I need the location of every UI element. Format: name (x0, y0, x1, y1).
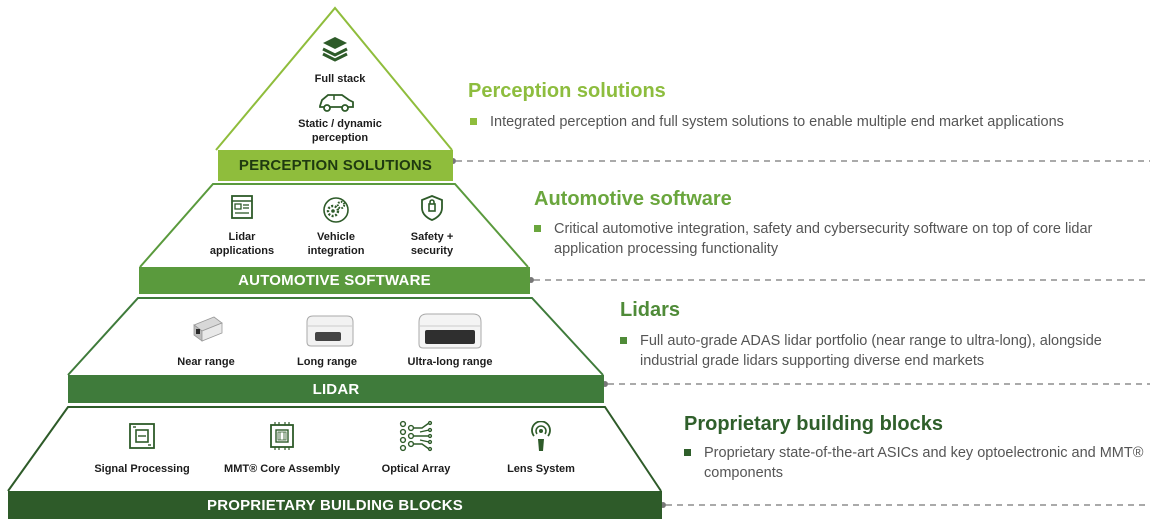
desc-text: Integrated perception and full system so… (490, 114, 1064, 130)
shield-icon (421, 195, 443, 221)
car-icon (319, 94, 354, 112)
desc-lidars: Full auto-grade ADAS lidar portfolio (ne… (620, 331, 1140, 371)
heading-proprietary-building-blocks: Proprietary building blocks (684, 413, 943, 435)
lens-icon (531, 421, 551, 451)
monitor-icon (231, 195, 253, 219)
bullet-square (534, 225, 541, 232)
bullet-square (470, 118, 477, 125)
desc-proprietary-building-blocks: Proprietary state-of-the-art ASICs and k… (684, 443, 1144, 483)
item-long-range: Long range (297, 356, 357, 368)
item-vehicle-integration: Vehicle integration (307, 231, 365, 257)
item-signal-processing: Signal Processing (94, 463, 190, 475)
item-full-stack: Full stack (314, 73, 366, 85)
item-lidar-applications: Lidar applications (209, 231, 275, 257)
heading-perception-solutions: Perception solutions (468, 80, 666, 102)
heading-automotive-software: Automotive software (534, 188, 732, 210)
chip-board-icon (129, 423, 155, 449)
item-safety-security: Safety + security (410, 231, 454, 257)
long-range-lidar-icon (306, 315, 354, 347)
item-ultra-long-range: Ultra-long range (407, 356, 493, 368)
item-lens-system: Lens System (507, 463, 575, 475)
desc-automotive-software: Critical automotive integration, safety … (534, 219, 1144, 259)
perception-solutions-bar: PERCEPTION SOLUTIONS (218, 150, 453, 181)
desc-text: Critical automotive integration, safety … (554, 221, 1093, 257)
bullet-square (620, 337, 627, 344)
ultra-long-range-lidar-icon (418, 313, 482, 349)
automotive-software-bar: AUTOMOTIVE SOFTWARE (139, 267, 530, 294)
desc-text: Full auto-grade ADAS lidar portfolio (ne… (640, 333, 1102, 369)
lidar-bar: LIDAR (68, 375, 604, 403)
tier4-outline (7, 406, 662, 492)
tier3-outline (67, 297, 604, 376)
cpu-icon (270, 422, 294, 450)
item-optical-array: Optical Array (381, 463, 451, 475)
tier2-outline (139, 183, 529, 268)
item-mmt-core-assembly: MMT® Core Assembly (224, 463, 340, 475)
near-range-lidar-icon (193, 316, 223, 342)
proprietary-building-blocks-bar: PROPRIETARY BUILDING BLOCKS (8, 491, 662, 519)
optical-array-icon (399, 420, 433, 452)
desc-perception-solutions: Integrated perception and full system so… (470, 112, 1150, 132)
item-near-range: Near range (177, 356, 235, 368)
desc-text: Proprietary state-of-the-art ASICs and k… (704, 445, 1144, 481)
heading-lidars: Lidars (620, 299, 681, 321)
gears-icon (323, 197, 349, 223)
bullet-square (684, 449, 691, 456)
tier1-outline (215, 6, 453, 151)
item-static-dynamic: Static / dynamic perception (298, 118, 382, 144)
layers-icon (322, 37, 348, 62)
